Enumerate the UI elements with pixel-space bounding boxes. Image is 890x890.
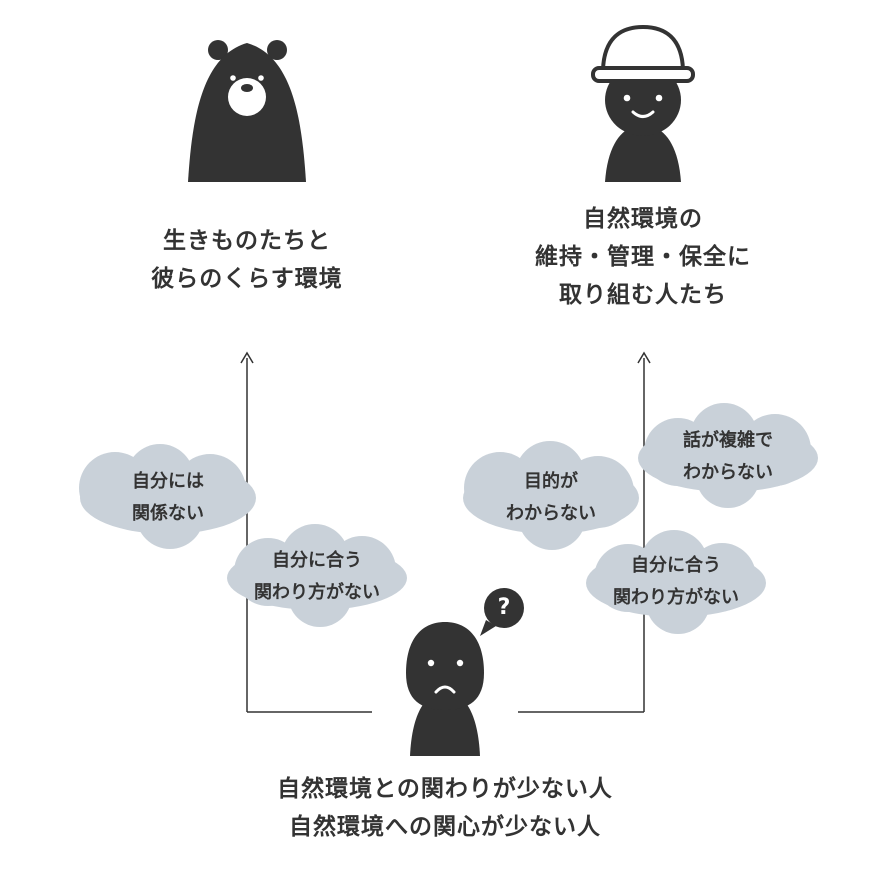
- subject-line: 自然環境への関心が少ない人: [289, 814, 601, 840]
- bear-icon: [188, 40, 306, 182]
- label-line: 彼らのくらす環境: [151, 266, 343, 292]
- label-line: 生きものたちと: [163, 228, 331, 254]
- cloud-label-not-related: 自分には 関係ない: [93, 466, 243, 530]
- label-living-things: 生きものたちと 彼らのくらす環境: [97, 222, 397, 298]
- label-line: 維持・管理・保全に: [535, 244, 751, 270]
- cloud-line: わからない: [506, 503, 596, 524]
- cloud-label-purpose-unclear: 目的が わからない: [476, 466, 626, 530]
- cloud-not-related: [79, 444, 256, 549]
- cloud-complicated: [638, 403, 818, 508]
- cloud-purpose-unclear: [463, 441, 639, 550]
- cloud-line: 自分に合う: [631, 555, 721, 576]
- label-line: 取り組む人たち: [559, 282, 727, 308]
- question-bubble-icon: [480, 588, 524, 636]
- label-subject-person: 自然環境との関わりが少ない人 自然環境への関心が少ない人: [195, 770, 695, 846]
- cloud-line: 自分に合う: [272, 550, 362, 571]
- cloud-no-suitable-way-right: [586, 530, 766, 634]
- cloud-line: 話が複雑で: [683, 430, 773, 451]
- cloud-line: 関係ない: [132, 503, 204, 524]
- cloud-line: 自分には: [132, 471, 204, 492]
- cloud-line: 目的が: [524, 471, 578, 492]
- cloud-label-no-suitable-way-left: 自分に合う 関わり方がない: [232, 545, 402, 609]
- cloud-line: わからない: [683, 462, 773, 483]
- worker-with-helmet-icon: [591, 25, 695, 182]
- confused-person-icon: [406, 622, 484, 756]
- cloud-label-no-suitable-way-right: 自分に合う 関わり方がない: [591, 550, 761, 614]
- cloud-no-suitable-way-left: [227, 524, 407, 627]
- label-conservation-people: 自然環境の 維持・管理・保全に 取り組む人たち: [493, 200, 793, 314]
- label-line: 自然環境の: [583, 206, 703, 232]
- cloud-line: 関わり方がない: [613, 587, 739, 608]
- question-mark: ?: [497, 595, 511, 620]
- right-connector: [518, 351, 651, 713]
- cloud-label-complicated: 話が複雑で わからない: [648, 425, 808, 489]
- cloud-line: 関わり方がない: [254, 582, 380, 603]
- left-connector: [240, 351, 372, 713]
- subject-line: 自然環境との関わりが少ない人: [277, 776, 613, 802]
